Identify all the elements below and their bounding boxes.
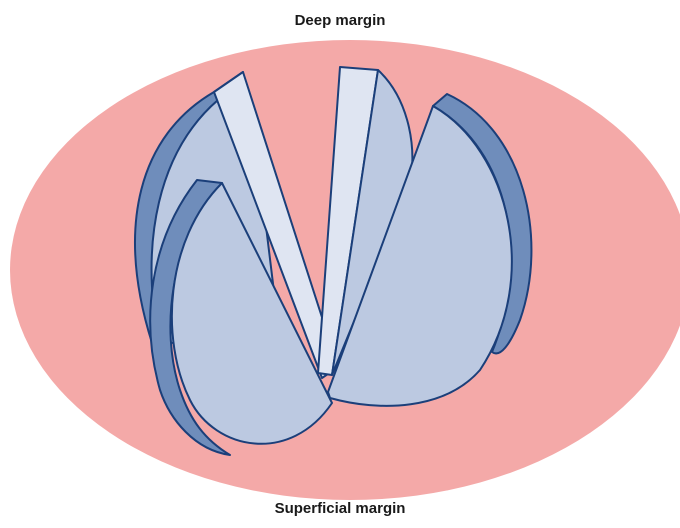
superficial-margin-label: Superficial margin (274, 500, 406, 517)
tissue-piece-lower-left (170, 182, 333, 445)
tissue-piece-right (327, 105, 513, 407)
deep-margin-label: Deep margin (294, 12, 386, 29)
